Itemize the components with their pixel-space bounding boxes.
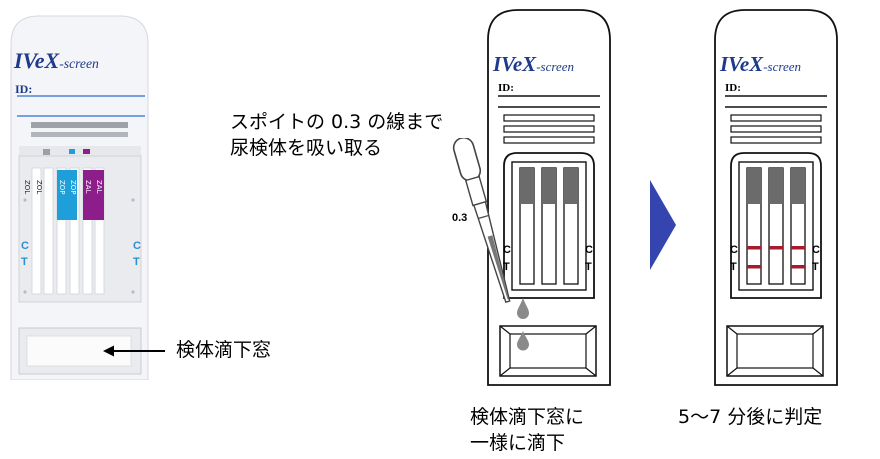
photo-strip-code-4: ZOP bbox=[69, 180, 77, 195]
judge-instruction: 5～7 分後に判定 bbox=[678, 406, 823, 428]
photo-brand-logo: IVeX-screen bbox=[14, 48, 99, 74]
drop-c-label-right: C bbox=[585, 244, 593, 256]
drop-t-label-left: T bbox=[503, 261, 510, 273]
result-device-panel: IVeX-screen ID: C T C T bbox=[713, 8, 839, 386]
photo-strip-code-3: ZOP bbox=[58, 180, 66, 195]
drop-brand-suffix: -screen bbox=[536, 59, 575, 74]
result-t-label-right: T bbox=[812, 261, 819, 273]
pointer-arrow-icon bbox=[103, 345, 165, 357]
drop-t-label-right: T bbox=[585, 261, 592, 273]
pipette-mark-label: 0.3 bbox=[452, 212, 468, 224]
photo-t-label-right: T bbox=[133, 256, 140, 268]
sample-window-label: 検体滴下窓 bbox=[176, 339, 272, 361]
result-c-label-left: C bbox=[730, 244, 738, 256]
photo-c-label-right: C bbox=[133, 240, 141, 252]
drop-device-panel: IVeX-screen ID: C T C T bbox=[486, 8, 612, 386]
drop-device-body bbox=[487, 9, 611, 386]
drop-instruction-line1: 検体滴下窓に bbox=[470, 406, 585, 428]
photo-strip-code-2: ZOL bbox=[35, 180, 43, 195]
pipette-instruction-line2: 尿検体を吸い取る bbox=[230, 137, 383, 159]
result-brand-logo: IVeX-screen bbox=[720, 52, 801, 77]
result-brand-main: IVeX bbox=[720, 52, 764, 76]
photo-t-label-left: T bbox=[21, 256, 28, 268]
drop-brand-main: IVeX bbox=[493, 52, 537, 76]
drop-icon-lower bbox=[517, 331, 529, 351]
result-id-label: ID: bbox=[725, 82, 741, 94]
result-brand-suffix: -screen bbox=[763, 59, 802, 74]
pipette-instruction-line1: スポイトの 0.3 の線まで bbox=[230, 111, 444, 133]
drop-instruction: 検体滴下窓に 一様に滴下 bbox=[470, 404, 584, 456]
photo-c-label-left: C bbox=[21, 240, 29, 252]
drop-brand-logo: IVeX-screen bbox=[493, 52, 574, 77]
drop-instruction-line2: 一様に滴下 bbox=[470, 432, 566, 454]
photo-id-label: ID: bbox=[15, 82, 33, 96]
result-device-body bbox=[714, 9, 838, 386]
photo-brand-main: IVeX bbox=[14, 48, 60, 73]
photo-strip-code-1: ZOL bbox=[23, 180, 31, 195]
photo-strip-code-5: ZAL bbox=[84, 180, 92, 194]
pipette-instruction: スポイトの 0.3 の線まで 尿検体を吸い取る bbox=[230, 109, 443, 161]
drop-id-label: ID: bbox=[498, 82, 514, 94]
photo-device-body bbox=[10, 15, 149, 381]
drop-icon-upper bbox=[517, 298, 529, 319]
pipette-icon bbox=[452, 138, 511, 303]
photo-strip-code-6: ZAL bbox=[95, 180, 103, 194]
drop-c-label-left: C bbox=[503, 244, 511, 256]
photo-brand-suffix: -screen bbox=[59, 56, 99, 71]
next-step-arrow-icon bbox=[650, 180, 676, 270]
photo-device-panel: IVeX-screen ID: ZOL ZOL ZOP ZOP ZAL ZAL … bbox=[5, 8, 154, 381]
result-c-label-right: C bbox=[812, 244, 820, 256]
result-t-label-left: T bbox=[730, 261, 737, 273]
